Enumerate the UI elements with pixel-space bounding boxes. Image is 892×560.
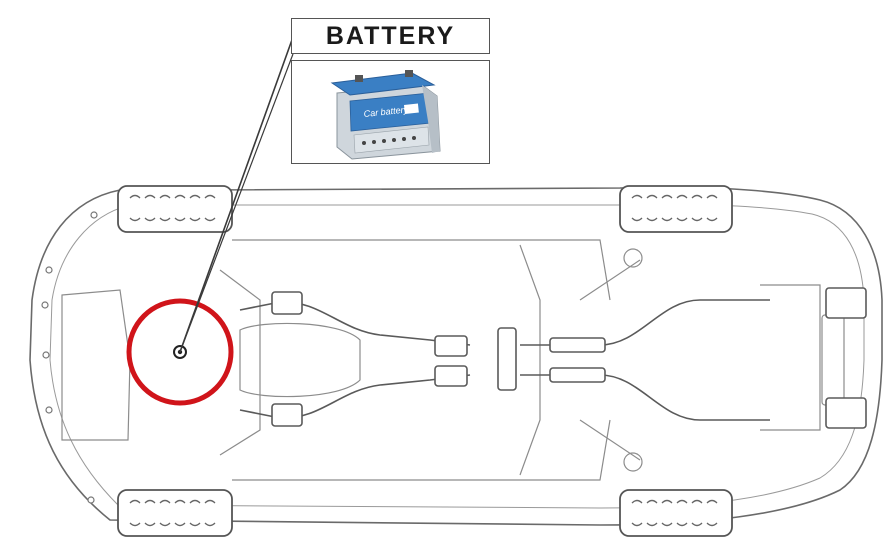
wheel-rear-right — [619, 489, 733, 537]
callout-leader-line — [179, 36, 294, 353]
exhaust-tip-top — [825, 287, 867, 319]
catalytic-converter-bottom — [271, 403, 303, 427]
body-bolts — [41, 211, 98, 504]
wheel-rear-left — [619, 185, 733, 233]
resonator-top — [434, 335, 468, 357]
exhaust-joint — [497, 327, 517, 391]
wheel-front-right — [117, 489, 233, 537]
battery-callout-image: Car battery — [291, 60, 490, 164]
battery-location-highlight — [126, 298, 234, 406]
resonator-bottom — [434, 365, 468, 387]
wheels — [117, 185, 733, 537]
exhaust-tip-bottom — [825, 397, 867, 429]
exhaust-system — [239, 287, 867, 429]
car-inner-outline — [49, 203, 865, 509]
battery-label-text: Car battery — [363, 104, 409, 119]
wheel-front-left — [117, 185, 233, 233]
battery-callout-title-text: BATTERY — [325, 21, 456, 50]
battery-callout-title: BATTERY — [291, 18, 490, 54]
catalytic-converter-top — [271, 291, 303, 315]
car-body-outline — [29, 186, 883, 526]
muffler-pipe-top — [549, 337, 606, 353]
muffler-pipe-bottom — [549, 367, 606, 383]
underbody-structure — [61, 239, 845, 481]
car-battery-icon: Car battery — [330, 70, 441, 160]
